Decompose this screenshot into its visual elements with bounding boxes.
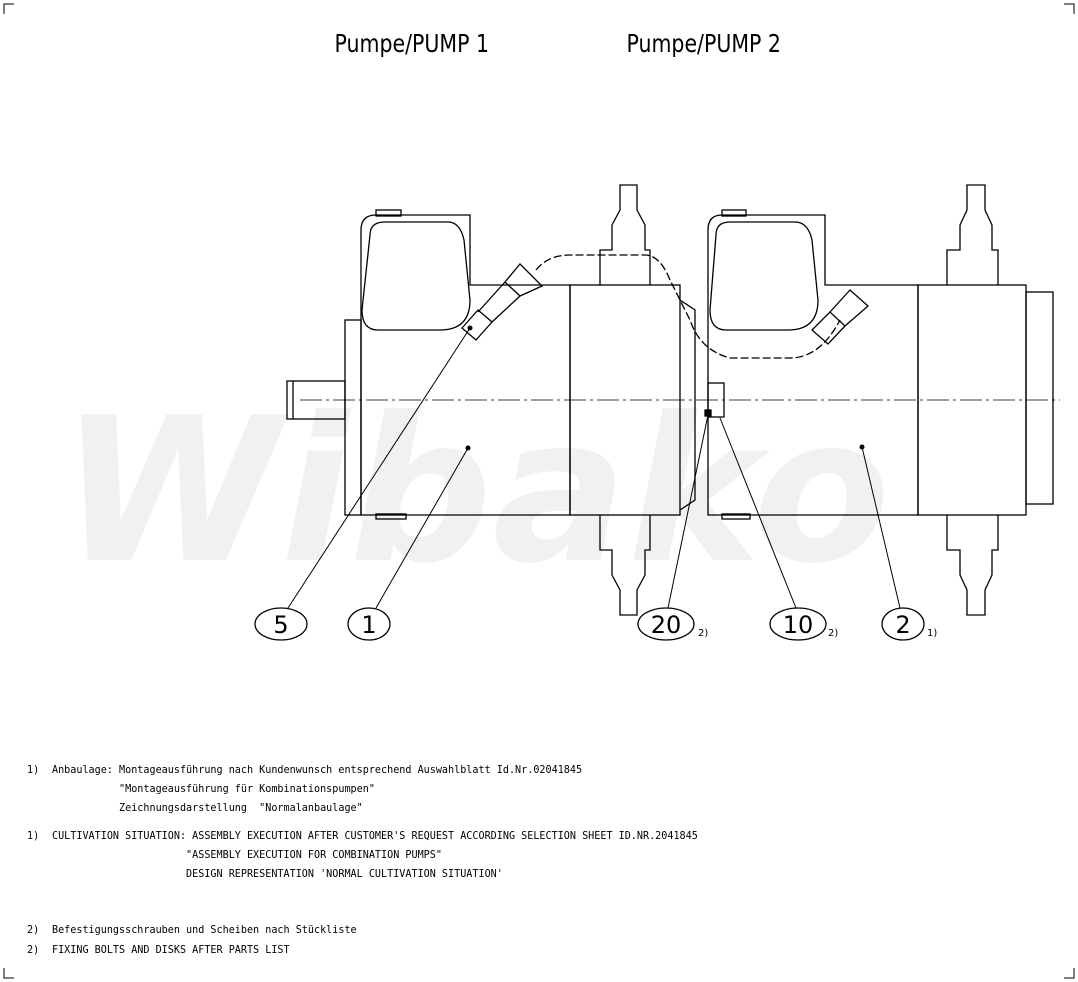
pump2-housing xyxy=(707,214,919,516)
svg-text:2): 2) xyxy=(698,628,708,639)
pump-2 xyxy=(704,184,1054,616)
hose-fitting-pump2 xyxy=(811,289,869,345)
note-1-de-line3: Zeichnungsdarstellung "Normalanbaulage" xyxy=(52,801,363,814)
pump1-cover xyxy=(361,221,471,331)
note-1-en-line1: CULTIVATION SITUATION: ASSEMBLY EXECUTIO… xyxy=(52,829,698,842)
svg-text:2: 2 xyxy=(895,611,910,639)
pump2-cover xyxy=(709,221,819,331)
leader-lines xyxy=(287,325,901,609)
watermark-logo: Wibako xyxy=(60,375,891,608)
callout-1: 1 xyxy=(347,607,391,641)
callout-20: 20 2) xyxy=(637,607,708,641)
svg-text:20: 20 xyxy=(651,611,682,639)
note-1-de-line1: Anbaulage: Montageausführung nach Kunden… xyxy=(52,763,583,776)
rear-cover xyxy=(1025,291,1054,505)
note-2-en-line1: FIXING BOLTS AND DISKS AFTER PARTS LIST xyxy=(52,943,290,956)
note-1-en-marker: 1) xyxy=(27,829,40,842)
note-1-en-line2: "ASSEMBLY EXECUTION FOR COMBINATION PUMP… xyxy=(52,848,442,861)
svg-text:5: 5 xyxy=(273,611,288,639)
note-2-en-marker: 2) xyxy=(27,943,40,956)
svg-text:2): 2) xyxy=(828,628,838,639)
hose-fitting-5 xyxy=(461,263,544,341)
connecting-hose xyxy=(535,254,841,359)
svg-text:10: 10 xyxy=(783,611,814,639)
svg-text:1: 1 xyxy=(361,611,376,639)
note-1-de-line2: "Montageausführung für Kombinationspumpe… xyxy=(52,782,375,795)
pump1-title: Pumpe/PUMP 1 xyxy=(335,30,489,58)
corner-marks xyxy=(3,3,1075,979)
callout-10: 10 2) xyxy=(769,607,838,641)
pump2-title: Pumpe/PUMP 2 xyxy=(626,30,780,58)
callout-5: 5 xyxy=(254,607,308,641)
note-1-en-line3: DESIGN REPRESENTATION 'NORMAL CULTIVATIO… xyxy=(52,867,503,880)
note-2-de-marker: 2) xyxy=(27,923,40,936)
pump1-housing xyxy=(360,214,571,516)
svg-text:1): 1) xyxy=(927,628,937,639)
note-2-de-line1: Befestigungsschrauben und Scheiben nach … xyxy=(52,923,357,936)
callout-2: 2 1) xyxy=(881,607,937,641)
note-1-de-marker: 1) xyxy=(27,763,40,776)
